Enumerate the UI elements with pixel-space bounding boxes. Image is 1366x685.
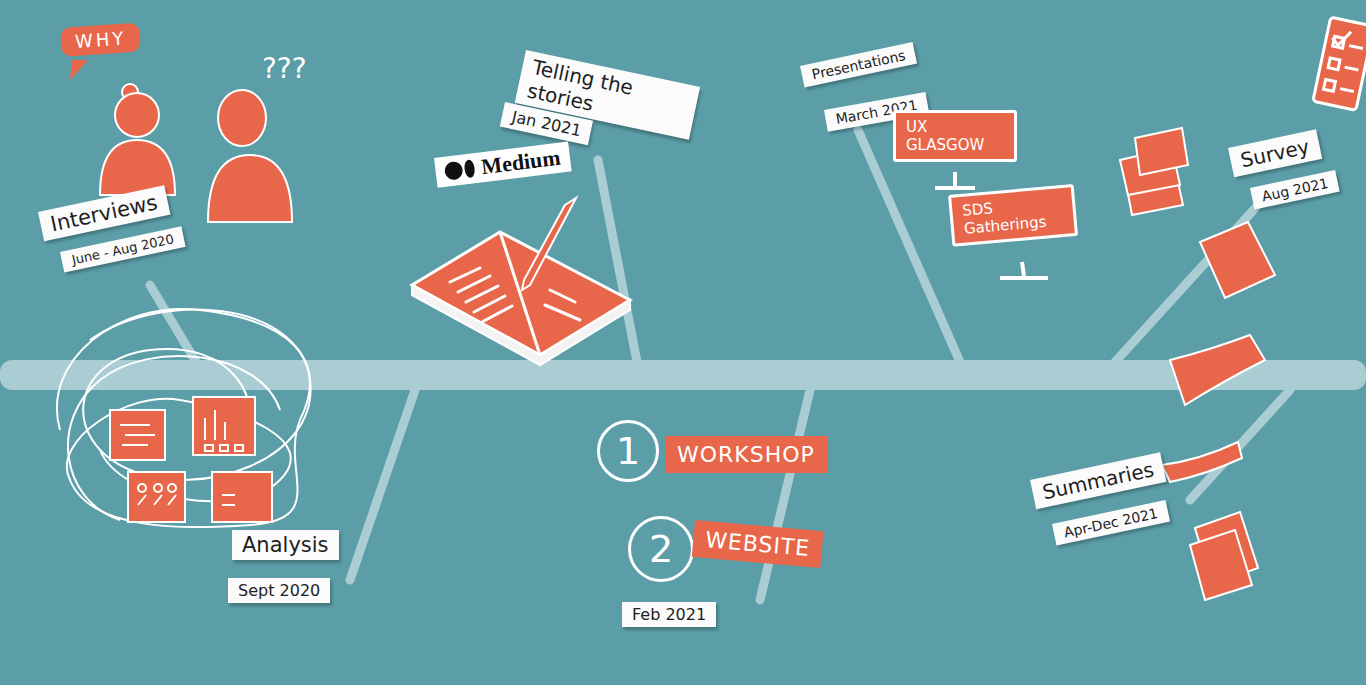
monitor-screen: UX GLASGOW [893,110,1017,162]
node-text: Analysis [242,533,329,557]
node-text: 1 [616,429,640,473]
node-text: Presentations [810,47,906,82]
node-text: Summaries [1040,457,1156,504]
node-text: Survey [1238,134,1311,172]
analysis-cards [110,397,272,522]
node-text: WHY [74,27,127,52]
notebook-icon [412,198,630,365]
node-text: SDS Gatherings [962,193,1065,238]
speech-bubble: WHY [60,22,141,56]
question-marks: ??? [262,52,307,85]
node-text: Apr-Dec 2021 [1062,505,1159,541]
clipboard-icon [1313,17,1366,110]
date-tag: Sept 2020 [228,578,330,603]
step-circle: 2 [628,516,694,582]
stage-tag: Survey [1228,129,1322,177]
node-text: Feb 2021 [632,605,706,624]
label-text: ??? [262,52,307,85]
node-text: Sept 2020 [238,581,320,600]
date-tag: Apr-Dec 2021 [1052,500,1170,546]
date-tag: Aug 2021 [1250,170,1340,210]
stage-tag: Summaries [1030,452,1166,509]
monitor-screen: SDS Gatherings [948,184,1078,247]
medium-dots [443,158,479,182]
bubble-tail [70,60,88,80]
node-text: Interviews [48,190,159,236]
label-text: Medium [480,145,562,180]
medium-logo: Medium [434,141,572,187]
stage-tag: Presentations [800,42,917,87]
node-text: WORKSHOP [677,442,815,467]
stage-tag: Analysis [232,530,339,560]
node-text: June - Aug 2020 [70,231,175,267]
step-box: WORKSHOP [665,436,827,473]
date-tag: Feb 2021 [622,602,716,627]
analysis-scribble [57,309,311,527]
node-text: WEBSITE [704,527,811,561]
timeline-spine [0,360,1366,390]
node-text: UX GLASGOW [906,118,1004,154]
step-circle: 1 [597,420,659,482]
node-text: Aug 2021 [1260,175,1329,205]
node-text: 2 [649,527,673,571]
step-box: WEBSITE [692,520,824,568]
